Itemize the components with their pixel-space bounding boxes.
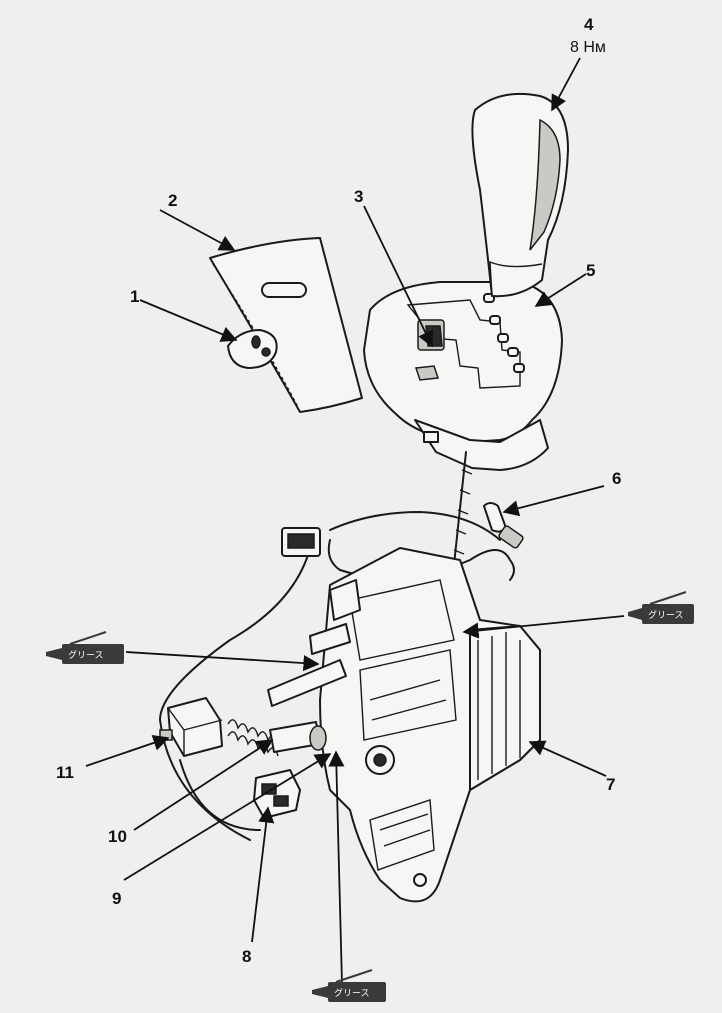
grease-label-right: グリース [648, 609, 684, 621]
callout-10: 10 [108, 827, 127, 846]
callout-8: 8 [242, 947, 251, 966]
grease-tag-left: グリース [46, 631, 124, 664]
switch [253, 769, 301, 819]
callout-9: 9 [112, 889, 121, 908]
shifter-housing [267, 547, 541, 903]
callout-3: 3 [354, 187, 363, 206]
callout-6: 6 [612, 469, 621, 488]
bulb [483, 502, 524, 549]
callout-4: 4 [584, 15, 594, 34]
grease-tag-right: グリース [628, 591, 694, 624]
plunger [269, 721, 327, 753]
callout-5: 5 [586, 261, 595, 280]
callout-11: 11 [56, 763, 74, 782]
leader-lines [85, 57, 625, 985]
cover-strip [209, 237, 363, 413]
callout-7: 7 [606, 775, 615, 794]
indicator-panel [363, 281, 563, 471]
shift-knob [471, 92, 569, 298]
solenoid [159, 697, 223, 757]
grease-tag-bottom: グリース [312, 969, 386, 1002]
grease-label-left: グリース [68, 649, 104, 661]
clip [227, 329, 278, 369]
callout-1: 1 [130, 287, 139, 306]
torque-value: 8 Нм [570, 39, 606, 56]
grease-label-bottom: グリース [334, 987, 370, 999]
callout-2: 2 [168, 191, 177, 210]
